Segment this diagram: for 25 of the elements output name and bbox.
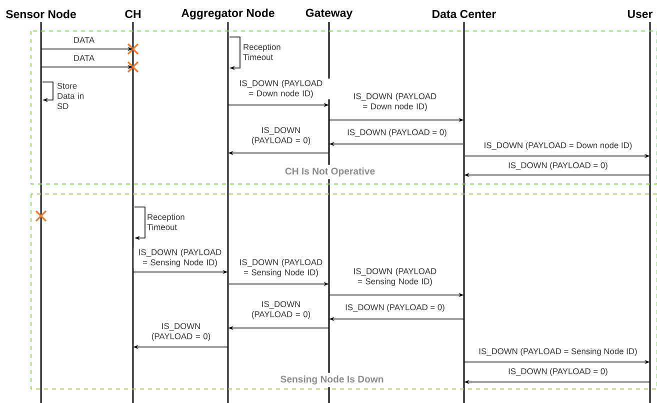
self-message-arrow [229, 36, 240, 70]
frame-label: CH Is Not Operative [285, 168, 375, 176]
message-label: Reception Timeout [243, 44, 280, 60]
message-label: IS_DOWN (PAYLOAD = Sensing Node ID) [479, 348, 637, 356]
self-message-arrow [42, 82, 54, 102]
message-label: DATA [74, 55, 95, 61]
message-label: IS_DOWN (PAYLOAD = Down node ID) [354, 93, 436, 111]
message-label: IS_DOWN (PAYLOAD = 0) [508, 368, 608, 376]
self-message-arrow [134, 206, 146, 240]
message-label: IS_DOWN (PAYLOAD = Sensing Node ID) [240, 259, 322, 277]
frame-label: Sensing Node Is Down [280, 376, 384, 384]
message-label: IS_DOWN (PAYLOAD = 0) [346, 304, 444, 312]
message-label: Reception Timeout [147, 214, 184, 230]
message-label: IS_DOWN (PAYLOAD = 0) [152, 323, 210, 341]
message-label: IS_DOWN (PAYLOAD = Down node ID) [240, 80, 322, 98]
participant-lifeline: CH [125, 10, 141, 403]
message-label: DATA [74, 37, 95, 43]
message-label: IS_DOWN (PAYLOAD = Down node ID) [484, 142, 632, 150]
message-label: IS_DOWN (PAYLOAD = Sensing Node ID) [139, 249, 222, 267]
message-label: IS_DOWN (PAYLOAD = 0) [252, 127, 310, 145]
message-label: IS_DOWN (PAYLOAD = Sensing Node ID) [354, 268, 436, 286]
message-label: IS_DOWN (PAYLOAD = 0) [508, 162, 608, 170]
message-label: IS_DOWN (PAYLOAD = 0) [252, 301, 310, 319]
message-label: Store Data in SD [57, 82, 84, 110]
message-label: IS_DOWN (PAYLOAD = 0) [348, 129, 446, 137]
